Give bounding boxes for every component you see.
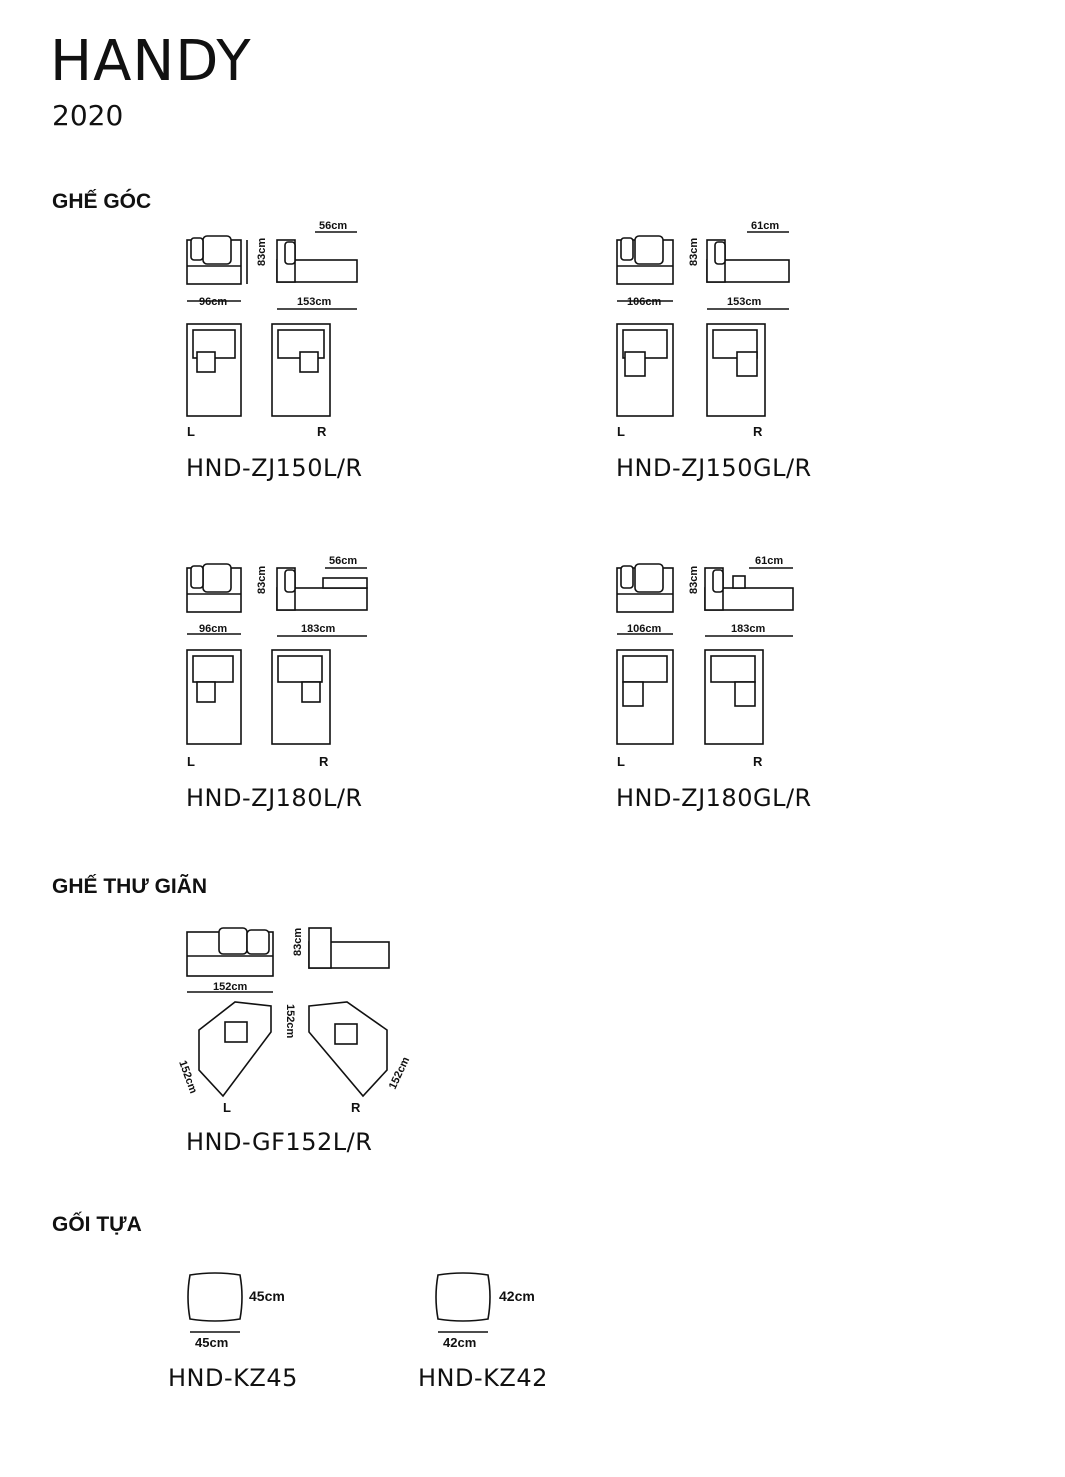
pillow-shape xyxy=(187,1272,243,1322)
relax-side-left-label: 152cm xyxy=(176,1059,199,1095)
height-label: 83cm xyxy=(688,566,700,594)
plan-left xyxy=(616,649,674,745)
front-view xyxy=(616,235,674,302)
side-view xyxy=(704,567,794,637)
corner-diagram-2: 83cm 106cm 61cm 153cm L R xyxy=(616,220,790,439)
plan-left xyxy=(186,323,242,417)
front-width-label: 96cm xyxy=(199,296,227,308)
pillow-width-label: 45cm xyxy=(195,1335,228,1350)
relax-plan-left xyxy=(198,1001,272,1098)
relax-width-label: 152cm xyxy=(213,981,247,993)
relax-left-label: L xyxy=(223,1100,231,1115)
corner-diagram-1: 83cm 96cm 56cm 153cm L R xyxy=(186,220,358,439)
pillow-width-label: 42cm xyxy=(443,1335,476,1350)
left-label: L xyxy=(187,424,195,439)
model-code-pillow-1: HND-KZ45 xyxy=(168,1364,298,1392)
right-label: R xyxy=(753,754,763,769)
relax-diagram: 83cm 152cm 152cm 152cm 152cm L R xyxy=(176,927,412,1115)
section-title-relax: GHẾ THƯ GIÃN xyxy=(52,875,208,898)
depth-label: 61cm xyxy=(755,555,783,567)
pillow-diagram-2: 42cm 42cm xyxy=(435,1272,535,1350)
right-label: R xyxy=(317,424,327,439)
relax-side-mid-label: 152cm xyxy=(284,1004,296,1038)
depth-label: 61cm xyxy=(751,220,779,232)
relax-plan-right xyxy=(308,1001,388,1098)
height-label: 83cm xyxy=(688,238,700,266)
left-label: L xyxy=(187,754,195,769)
pillow-shape xyxy=(435,1272,491,1322)
plan-right xyxy=(271,323,331,417)
plan-left xyxy=(616,323,674,417)
depth-label: 56cm xyxy=(319,220,347,232)
length-label: 153cm xyxy=(297,296,331,308)
corner-diagram-3: 83cm 96cm 56cm 183cm L R xyxy=(186,555,368,769)
corner-diagram-4: 83cm 106cm 61cm 183cm L R xyxy=(616,555,794,769)
model-code-pillow-2: HND-KZ42 xyxy=(418,1364,548,1392)
model-code-1: HND-ZJ150L/R xyxy=(186,454,363,482)
relax-front-view xyxy=(186,927,274,993)
brand-year: 2020 xyxy=(52,99,124,132)
side-view xyxy=(276,231,358,310)
front-width-label: 96cm xyxy=(199,623,227,635)
plan-left xyxy=(186,649,242,745)
model-code-2: HND-ZJ150GL/R xyxy=(616,454,812,482)
model-code-3: HND-ZJ180L/R xyxy=(186,784,363,812)
height-label: 83cm xyxy=(256,238,268,266)
plan-right xyxy=(271,649,331,745)
height-label: 83cm xyxy=(256,566,268,594)
front-view xyxy=(186,235,248,302)
relax-height-label: 83cm xyxy=(292,928,304,956)
length-label: 153cm xyxy=(727,296,761,308)
plan-right xyxy=(706,323,766,417)
left-label: L xyxy=(617,424,625,439)
relax-side-right-label: 152cm xyxy=(387,1055,412,1091)
section-title-corner: GHẾ GÓC xyxy=(52,190,152,213)
brand-title: HANDY xyxy=(50,29,252,94)
front-width-label: 106cm xyxy=(627,623,661,635)
front-view xyxy=(616,563,674,635)
right-label: R xyxy=(753,424,763,439)
length-label: 183cm xyxy=(731,623,765,635)
section-title-pillow: GỐI TỰA xyxy=(52,1213,142,1236)
left-label: L xyxy=(617,754,625,769)
front-width-label: 106cm xyxy=(627,296,661,308)
relax-side-view xyxy=(308,927,390,969)
side-view xyxy=(276,567,368,637)
length-label: 183cm xyxy=(301,623,335,635)
model-code-relax: HND-GF152L/R xyxy=(186,1128,373,1156)
pillow-diagram-1: 45cm 45cm xyxy=(187,1272,285,1350)
pillow-height-label: 42cm xyxy=(499,1288,535,1304)
front-view xyxy=(186,563,242,635)
side-view xyxy=(706,231,790,310)
model-code-4: HND-ZJ180GL/R xyxy=(616,784,812,812)
depth-label: 56cm xyxy=(329,555,357,567)
pillow-height-label: 45cm xyxy=(249,1288,285,1304)
right-label: R xyxy=(319,754,329,769)
relax-right-label: R xyxy=(351,1100,361,1115)
plan-right xyxy=(704,649,764,745)
